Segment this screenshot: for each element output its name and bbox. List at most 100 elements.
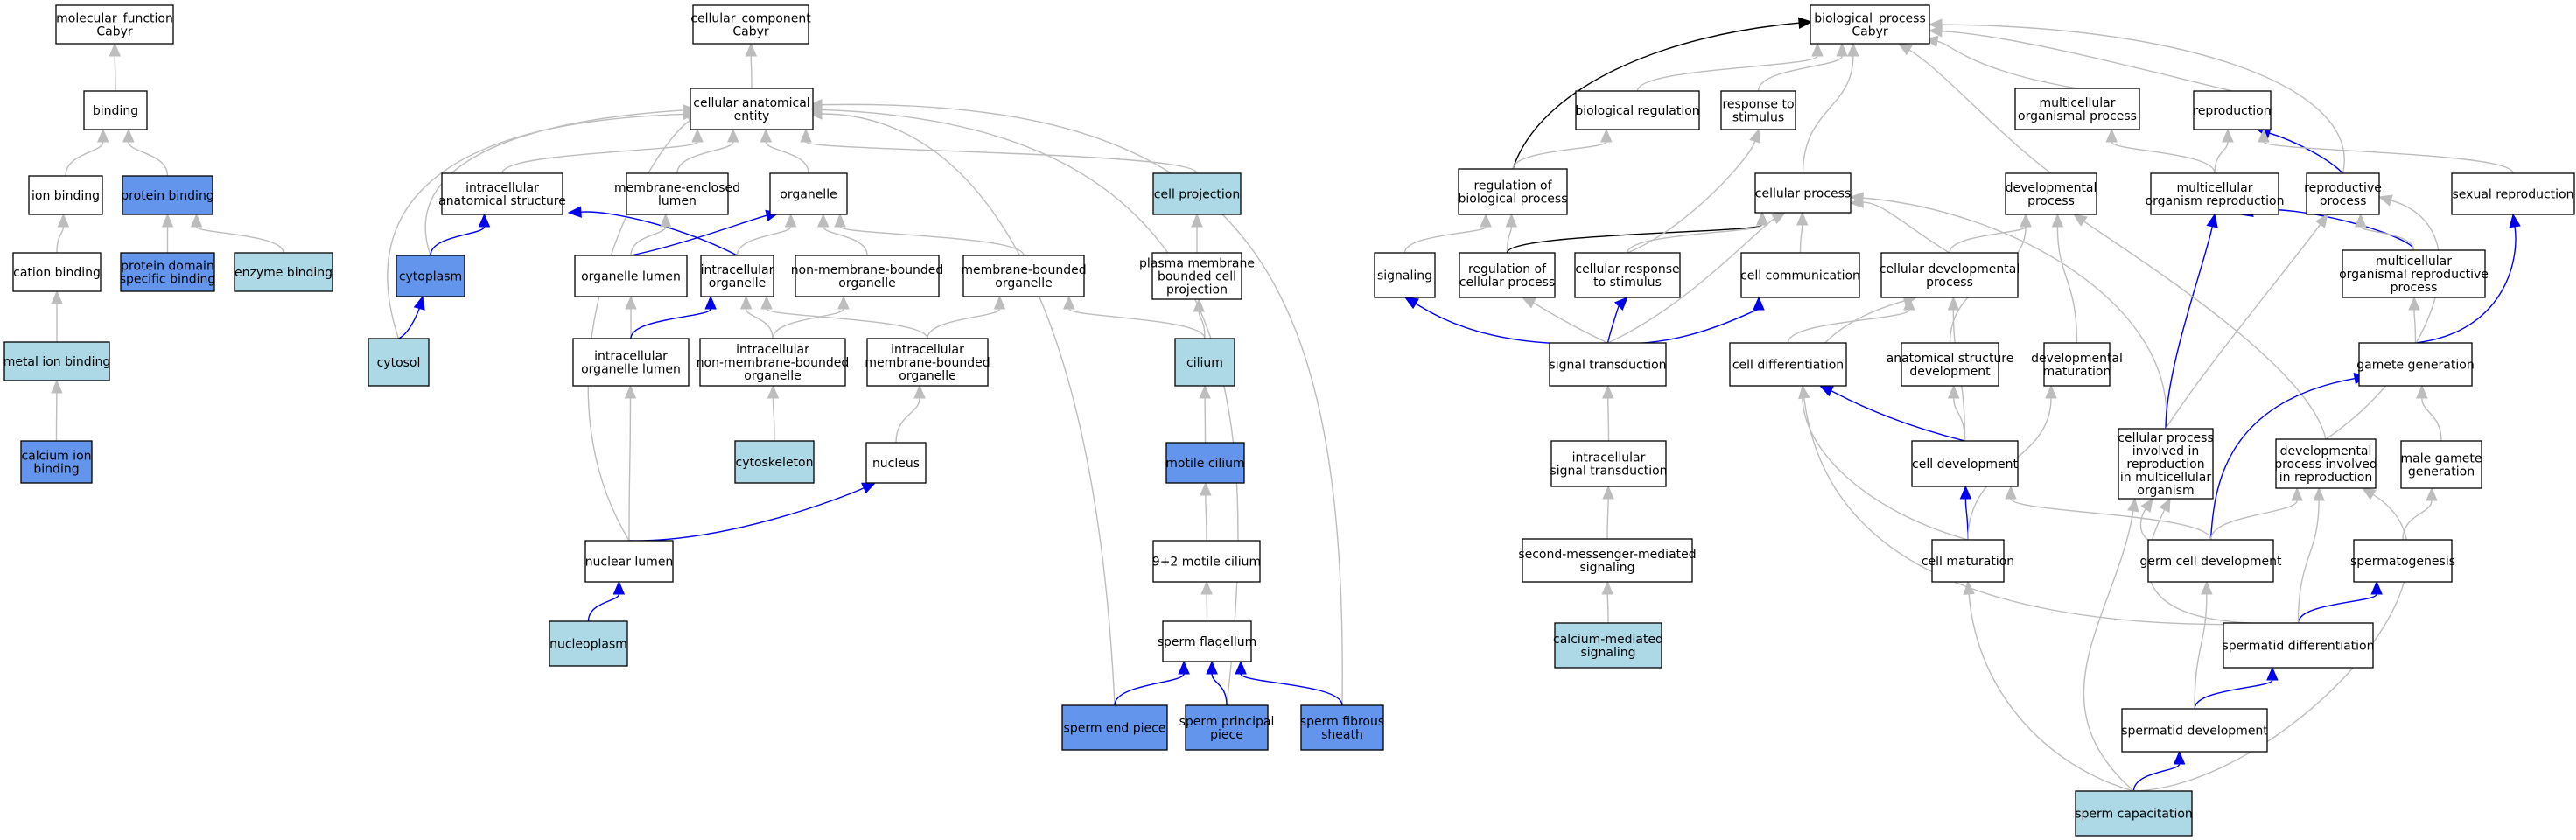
go-term-node-cilium[interactable]: cilium [1174, 338, 1236, 387]
edge-part-of [587, 593, 620, 622]
node-box [572, 338, 690, 387]
go-term-node-cation-binding[interactable]: cation binding [12, 252, 102, 292]
go-term-node-inmbo[interactable]: intracellularnon-membrane-boundedorganel… [696, 338, 850, 387]
go-term-node-nucleus[interactable]: nucleus [865, 442, 927, 484]
edge-is-a [805, 141, 1198, 174]
go-term-node-cytosol[interactable]: cytosol [368, 338, 430, 387]
edge-is-a [1799, 224, 1803, 254]
edge-is-a [2402, 500, 2432, 541]
go-term-node-organelle[interactable]: organelle [769, 172, 848, 215]
node-box [2306, 172, 2380, 215]
node-box [1720, 90, 1796, 130]
go-term-node-germ-cell-dev[interactable]: germ cell development [2140, 539, 2283, 583]
go-term-node-motile-cilium[interactable]: motile cilium [1166, 442, 1245, 484]
edge-arrowhead [784, 213, 797, 228]
go-term-node-sperm-end-piece[interactable]: sperm end piece [1061, 704, 1168, 751]
edge-part-of [430, 226, 486, 256]
go-term-node-organelle-lumen[interactable]: organelle lumen [574, 255, 688, 298]
node-label: nucleus [872, 457, 920, 471]
edge-arrowhead [1797, 17, 1813, 30]
go-term-node-sperm-flagellum[interactable]: sperm flagellum [1158, 620, 1257, 662]
go-term-node-nucleoplasm[interactable]: nucleoplasm [549, 620, 628, 667]
go-term-node-ion-binding[interactable]: ion binding [28, 175, 103, 215]
go-term-node-cellular-process[interactable]: cellular process [1754, 172, 1852, 214]
go-term-node-cell-dev[interactable]: cell development [1911, 440, 2019, 487]
go-term-node-nuclear-lumen[interactable]: nuclear lumen [584, 540, 674, 583]
go-term-node-cell-projection[interactable]: cell projection [1152, 172, 1242, 215]
go-term-node-reproduction[interactable]: reproduction [2193, 90, 2272, 130]
go-term-node-protein-binding[interactable]: protein binding [121, 175, 214, 215]
go-term-node-gamete-gen[interactable]: gamete generation [2356, 342, 2474, 387]
go-term-node-spermatogenesis[interactable]: spermatogenesis [2350, 539, 2455, 583]
node-box [1174, 338, 1236, 387]
go-term-node-spermatid-diff[interactable]: spermatid differentiation [2222, 622, 2375, 668]
edge-arrowhead [1206, 660, 1218, 675]
edge-is-a [1802, 55, 1854, 174]
edge-is-a [2010, 498, 2212, 541]
go-term-node-motile-cilium-92[interactable]: 9+2 motile cilium [1152, 540, 1261, 583]
edge-part-of [1415, 303, 1608, 345]
node-label: generation [2408, 466, 2474, 480]
go-term-node-cell-comm[interactable]: cell communication [1740, 252, 1860, 298]
node-label: organelle [899, 369, 956, 383]
edge-arrowhead [704, 295, 717, 310]
go-term-node-bio-reg[interactable]: biological regulation [1575, 90, 1700, 130]
go-term-node-cell-diff[interactable]: cell differentiation [1729, 342, 1847, 387]
go-term-node-cell-mat[interactable]: cell maturation [1922, 539, 2014, 583]
edge-arrowhead [2408, 296, 2420, 311]
go-term-node-metal-ion-binding[interactable]: metal ion binding [4, 341, 111, 382]
node-box [1740, 252, 1860, 298]
go-term-node-sexual-repro[interactable]: sexual reproduction [2451, 172, 2575, 215]
node-label: binding [93, 104, 138, 118]
edge-arrowhead [2377, 194, 2393, 206]
edge-arrowhead [691, 128, 704, 143]
go-term-node-spermatid-dev[interactable]: spermatid development [2121, 708, 2268, 752]
edge-arrowhead [1404, 297, 1419, 310]
node-label: enzyme binding [234, 266, 332, 280]
go-term-node-binding[interactable]: binding [83, 90, 148, 130]
node-label: cellular anatomical [693, 96, 809, 110]
node-box [1152, 172, 1242, 215]
go-term-node-signal-trans[interactable]: signal transduction [1549, 342, 1667, 387]
go-term-node-cytoskeleton[interactable]: cytoskeleton [734, 440, 815, 484]
go-term-node-sperm-cap[interactable]: sperm capacitation [2075, 790, 2193, 836]
go-term-node-cytoplasm[interactable]: cytoplasm [396, 255, 466, 298]
go-term-node-signaling[interactable]: signaling [1374, 252, 1436, 298]
node-box [1880, 252, 2019, 298]
go-term-node-enzyme-binding[interactable]: enzyme binding [234, 252, 333, 292]
